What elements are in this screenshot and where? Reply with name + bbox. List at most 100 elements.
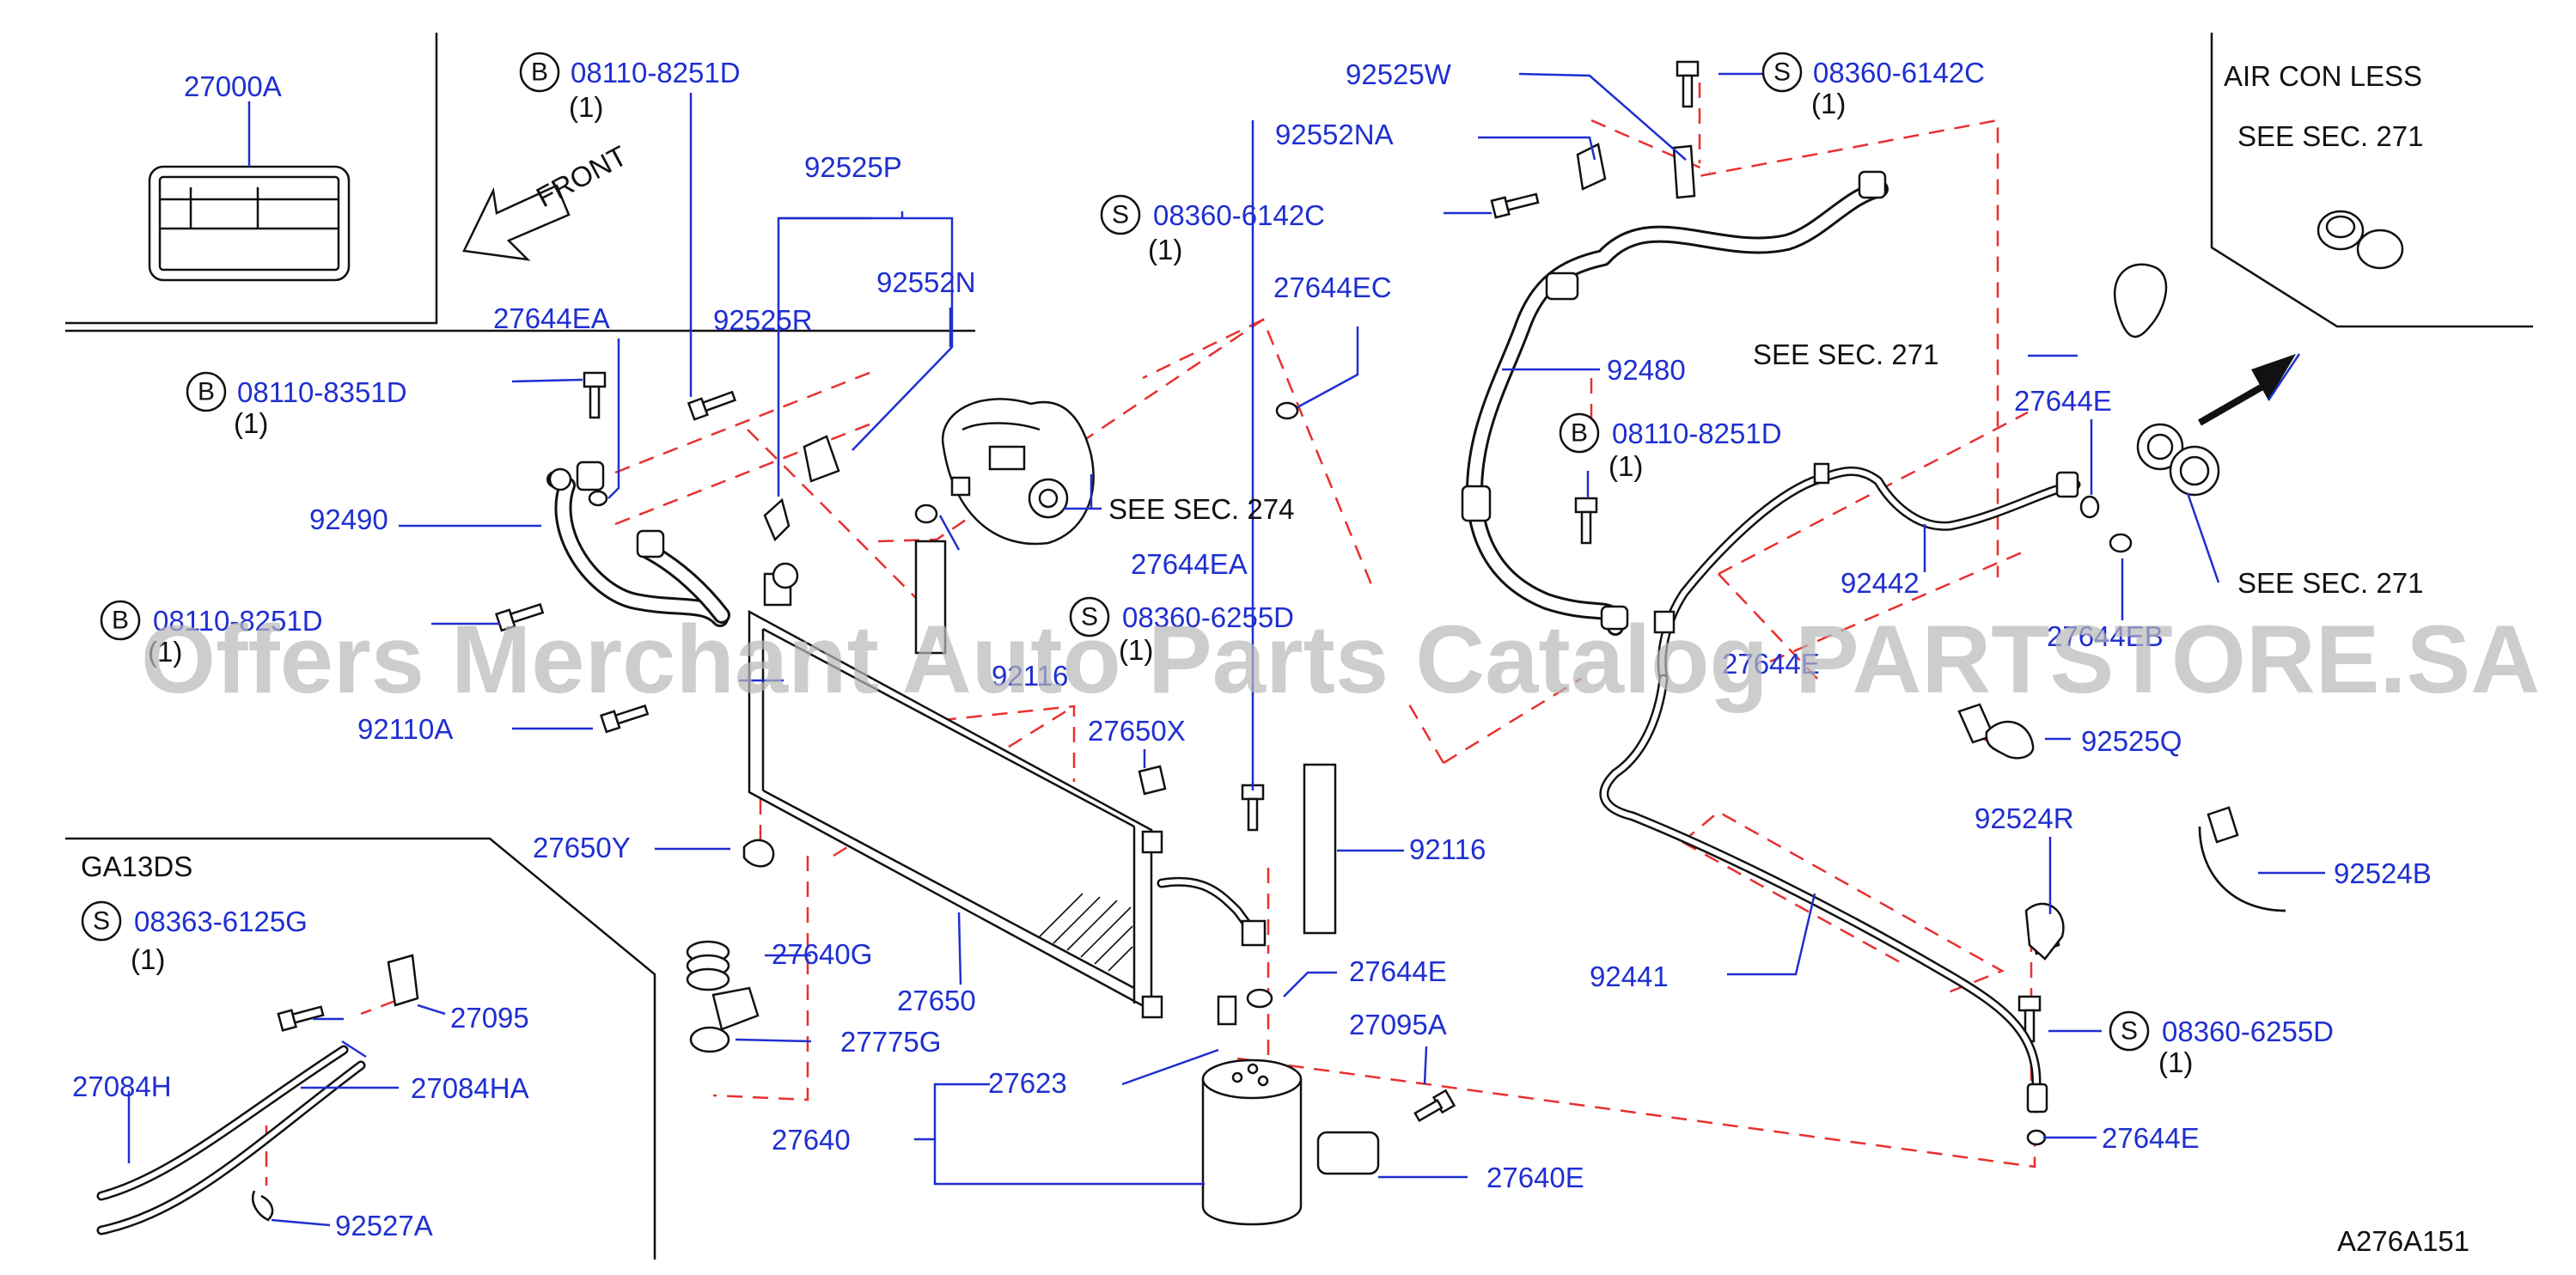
fastener-qty: (1): [1119, 634, 1153, 666]
clips: [1985, 720, 2286, 961]
label-27650Y: 27650Y: [533, 832, 631, 863]
part-labels: 27000A FRONT 27644EA 92490 92110A 92525P…: [72, 58, 2469, 1257]
label-see-sec-271-b: SEE SEC. 271: [1753, 339, 1938, 370]
fastener-f5: S 08360-6255D (1): [1069, 596, 1294, 666]
label-92442: 92442: [1840, 567, 1920, 599]
fastener-callouts: B 08110-8251D (1) B 08110-8351D (1) B 08…: [81, 52, 2334, 1078]
label-27095: 27095: [450, 1002, 529, 1034]
fastener-qty: (1): [1811, 88, 1846, 119]
badge-letter: S: [93, 907, 110, 936]
fastener-qty: (1): [1608, 450, 1643, 482]
label-27000A: 27000A: [184, 70, 282, 102]
label-see-sec-271-a: SEE SEC. 271: [2237, 120, 2423, 152]
hose-92480: [1461, 170, 1889, 636]
label-27644EC: 27644EC: [1273, 271, 1392, 303]
fastener-qty: (1): [1148, 234, 1182, 265]
badge-letter: S: [1112, 201, 1129, 229]
fastener-code: 08110-8251D: [571, 57, 741, 88]
label-see-sec-271-c: SEE SEC. 271: [2237, 567, 2423, 599]
label-27650: 27650: [897, 985, 976, 1016]
fastener-qty: (1): [131, 943, 165, 975]
label-see-sec-274: SEE SEC. 274: [1108, 493, 1294, 525]
badge-icon: [2109, 1010, 2150, 1052]
label-27644E-1: 27644E: [1349, 955, 1447, 987]
watermark-text: Offers Merchant Auto Parts Catalog PARTS…: [141, 606, 2540, 713]
fastener-code: 08360-6142C: [1813, 57, 1985, 88]
hose-92490: [546, 461, 730, 627]
label-27640E: 27640E: [1486, 1162, 1584, 1193]
pipe-92442: [1653, 462, 2081, 684]
front-arrow-icon: [462, 184, 571, 261]
fastener-qty: (1): [148, 636, 182, 668]
fastener-code: 08110-8251D: [153, 605, 323, 637]
label-27095A: 27095A: [1349, 1009, 1447, 1040]
fastener-f4: S 08360-6142C (1): [1100, 194, 1325, 265]
label-92525P: 92525P: [804, 151, 902, 183]
pipe-92441: [1599, 674, 2048, 1113]
label-front: FRONT: [531, 139, 632, 213]
fastener-f1: B 08110-8251D (1): [519, 52, 741, 123]
badge-letter: S: [2121, 1017, 2138, 1046]
leader-lines: [127, 72, 2325, 1227]
label-27644E-4: 27644E: [2102, 1122, 2200, 1154]
condenser-27650: [748, 562, 1267, 1019]
badge-letter: B: [1571, 419, 1588, 448]
badge-icon: [1559, 412, 1600, 454]
seal-92116: [914, 540, 1337, 935]
fastener-f7: B 08110-8251D (1): [1559, 412, 1782, 482]
fastener-code: 08110-8351D: [237, 376, 407, 408]
label-27644E-2: 27644E: [2014, 385, 2112, 417]
label-92524B: 92524B: [2334, 857, 2432, 889]
label-plate-27000A: [148, 165, 351, 282]
o-rings: [588, 401, 2133, 1146]
label-92552NA: 92552NA: [1275, 119, 1394, 150]
label-27084H: 27084H: [72, 1071, 172, 1102]
label-92524R: 92524R: [1975, 802, 2074, 834]
label-ga13ds: GA13DS: [81, 851, 192, 882]
label-92480: 92480: [1607, 354, 1686, 386]
label-27644EA-1: 27644EA: [493, 302, 610, 334]
label-92441: 92441: [1590, 961, 1669, 992]
badge-letter: B: [112, 607, 129, 635]
label-27640: 27640: [772, 1124, 851, 1156]
label-27644E-3: 27644E: [1722, 648, 1820, 680]
label-92490: 92490: [309, 503, 388, 535]
badge-letter: B: [531, 58, 548, 87]
fastener-f8: S 08360-6255D (1): [2109, 1010, 2334, 1078]
fastener-qty: (1): [569, 91, 603, 123]
label-92525R: 92525R: [713, 304, 813, 336]
badge-icon: [519, 52, 560, 93]
fastener-f9: S 08363-6125G (1): [81, 900, 308, 975]
label-27644EB: 27644EB: [2047, 620, 2164, 652]
fastener-code: 08360-6255D: [1122, 601, 1294, 633]
label-27775G: 27775G: [840, 1026, 941, 1058]
grommets: [2113, 210, 2404, 497]
fastener-qty: (1): [234, 407, 268, 439]
frame-lines: [65, 33, 2533, 1260]
label-27623: 27623: [988, 1067, 1067, 1099]
fastener-f3: B 08110-8251D (1): [100, 600, 323, 668]
label-92116-2: 92116: [1409, 833, 1486, 865]
label-92525W: 92525W: [1346, 58, 1452, 90]
ga13ds-pipes: [96, 1045, 366, 1235]
label-92525Q: 92525Q: [2081, 725, 2182, 757]
fastener-qty: (1): [2158, 1046, 2193, 1078]
label-92552N: 92552N: [876, 266, 976, 298]
fastener-code: 08110-8251D: [1612, 418, 1782, 449]
badge-icon: [186, 371, 227, 412]
direction-arrow-icon: [2198, 354, 2296, 426]
label-27640G: 27640G: [772, 938, 872, 970]
label-27084HA: 27084HA: [411, 1072, 529, 1104]
figure-reference: A276A151: [2337, 1225, 2469, 1257]
badge-icon: [1100, 194, 1141, 235]
fittings: [686, 765, 1380, 1175]
badge-letter: S: [1081, 603, 1098, 631]
fastener-code: 08360-6142C: [1153, 199, 1325, 231]
compressor: [941, 398, 1095, 546]
badge-letter: S: [1773, 58, 1791, 87]
label-27650X: 27650X: [1088, 715, 1186, 747]
badge-icon: [1761, 52, 1803, 93]
fastener-code: 08363-6125G: [134, 906, 308, 937]
